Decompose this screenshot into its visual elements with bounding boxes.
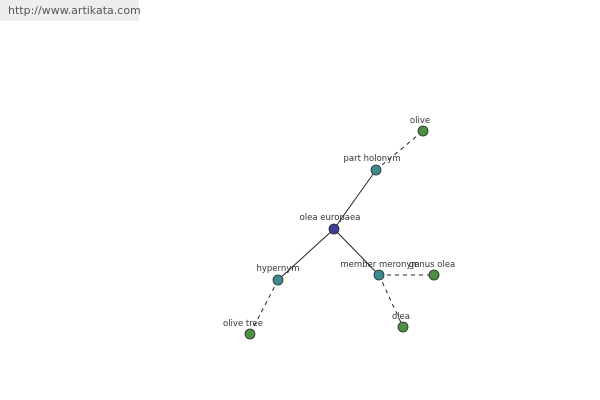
graph-edges — [249, 130, 434, 335]
node-dot[interactable] — [428, 269, 440, 281]
node-dot[interactable] — [417, 125, 429, 137]
graph-node[interactable]: olea — [392, 312, 410, 333]
graph-edge — [333, 169, 377, 230]
graph-node[interactable]: olive — [410, 116, 430, 137]
node-dot[interactable] — [370, 164, 382, 176]
node-label: olive — [410, 116, 430, 126]
graph-edge — [277, 228, 335, 281]
graph-edge — [249, 279, 279, 335]
node-dot[interactable] — [244, 328, 256, 340]
graph-node[interactable]: olea europaea — [300, 213, 361, 235]
node-label: olea — [392, 312, 410, 322]
node-dot[interactable] — [373, 269, 385, 281]
graph-node[interactable]: member meronym — [340, 260, 420, 281]
graph-node[interactable]: genus olea — [409, 260, 456, 281]
site-url-banner[interactable]: http://www.artikata.com — [0, 0, 141, 21]
node-label: hypernym — [256, 264, 299, 274]
node-label: genus olea — [409, 260, 456, 270]
graph-edge — [375, 130, 424, 171]
node-dot[interactable] — [272, 274, 284, 286]
node-dot[interactable] — [328, 223, 340, 235]
graph-nodes: olea europaea part holonym olive hypernym ol… — [223, 116, 456, 340]
node-label: olive tree — [223, 319, 263, 329]
graph-node[interactable]: hypernym — [256, 264, 300, 286]
node-dot[interactable] — [397, 321, 409, 333]
graph-node[interactable]: olive tree — [223, 319, 263, 340]
graph-node[interactable]: part holonym — [344, 154, 401, 176]
graph-edge — [378, 274, 404, 328]
graph-edge — [333, 228, 380, 276]
node-label: olea europaea — [300, 213, 361, 223]
node-label: part holonym — [344, 154, 401, 164]
node-label: member meronym — [340, 260, 419, 270]
